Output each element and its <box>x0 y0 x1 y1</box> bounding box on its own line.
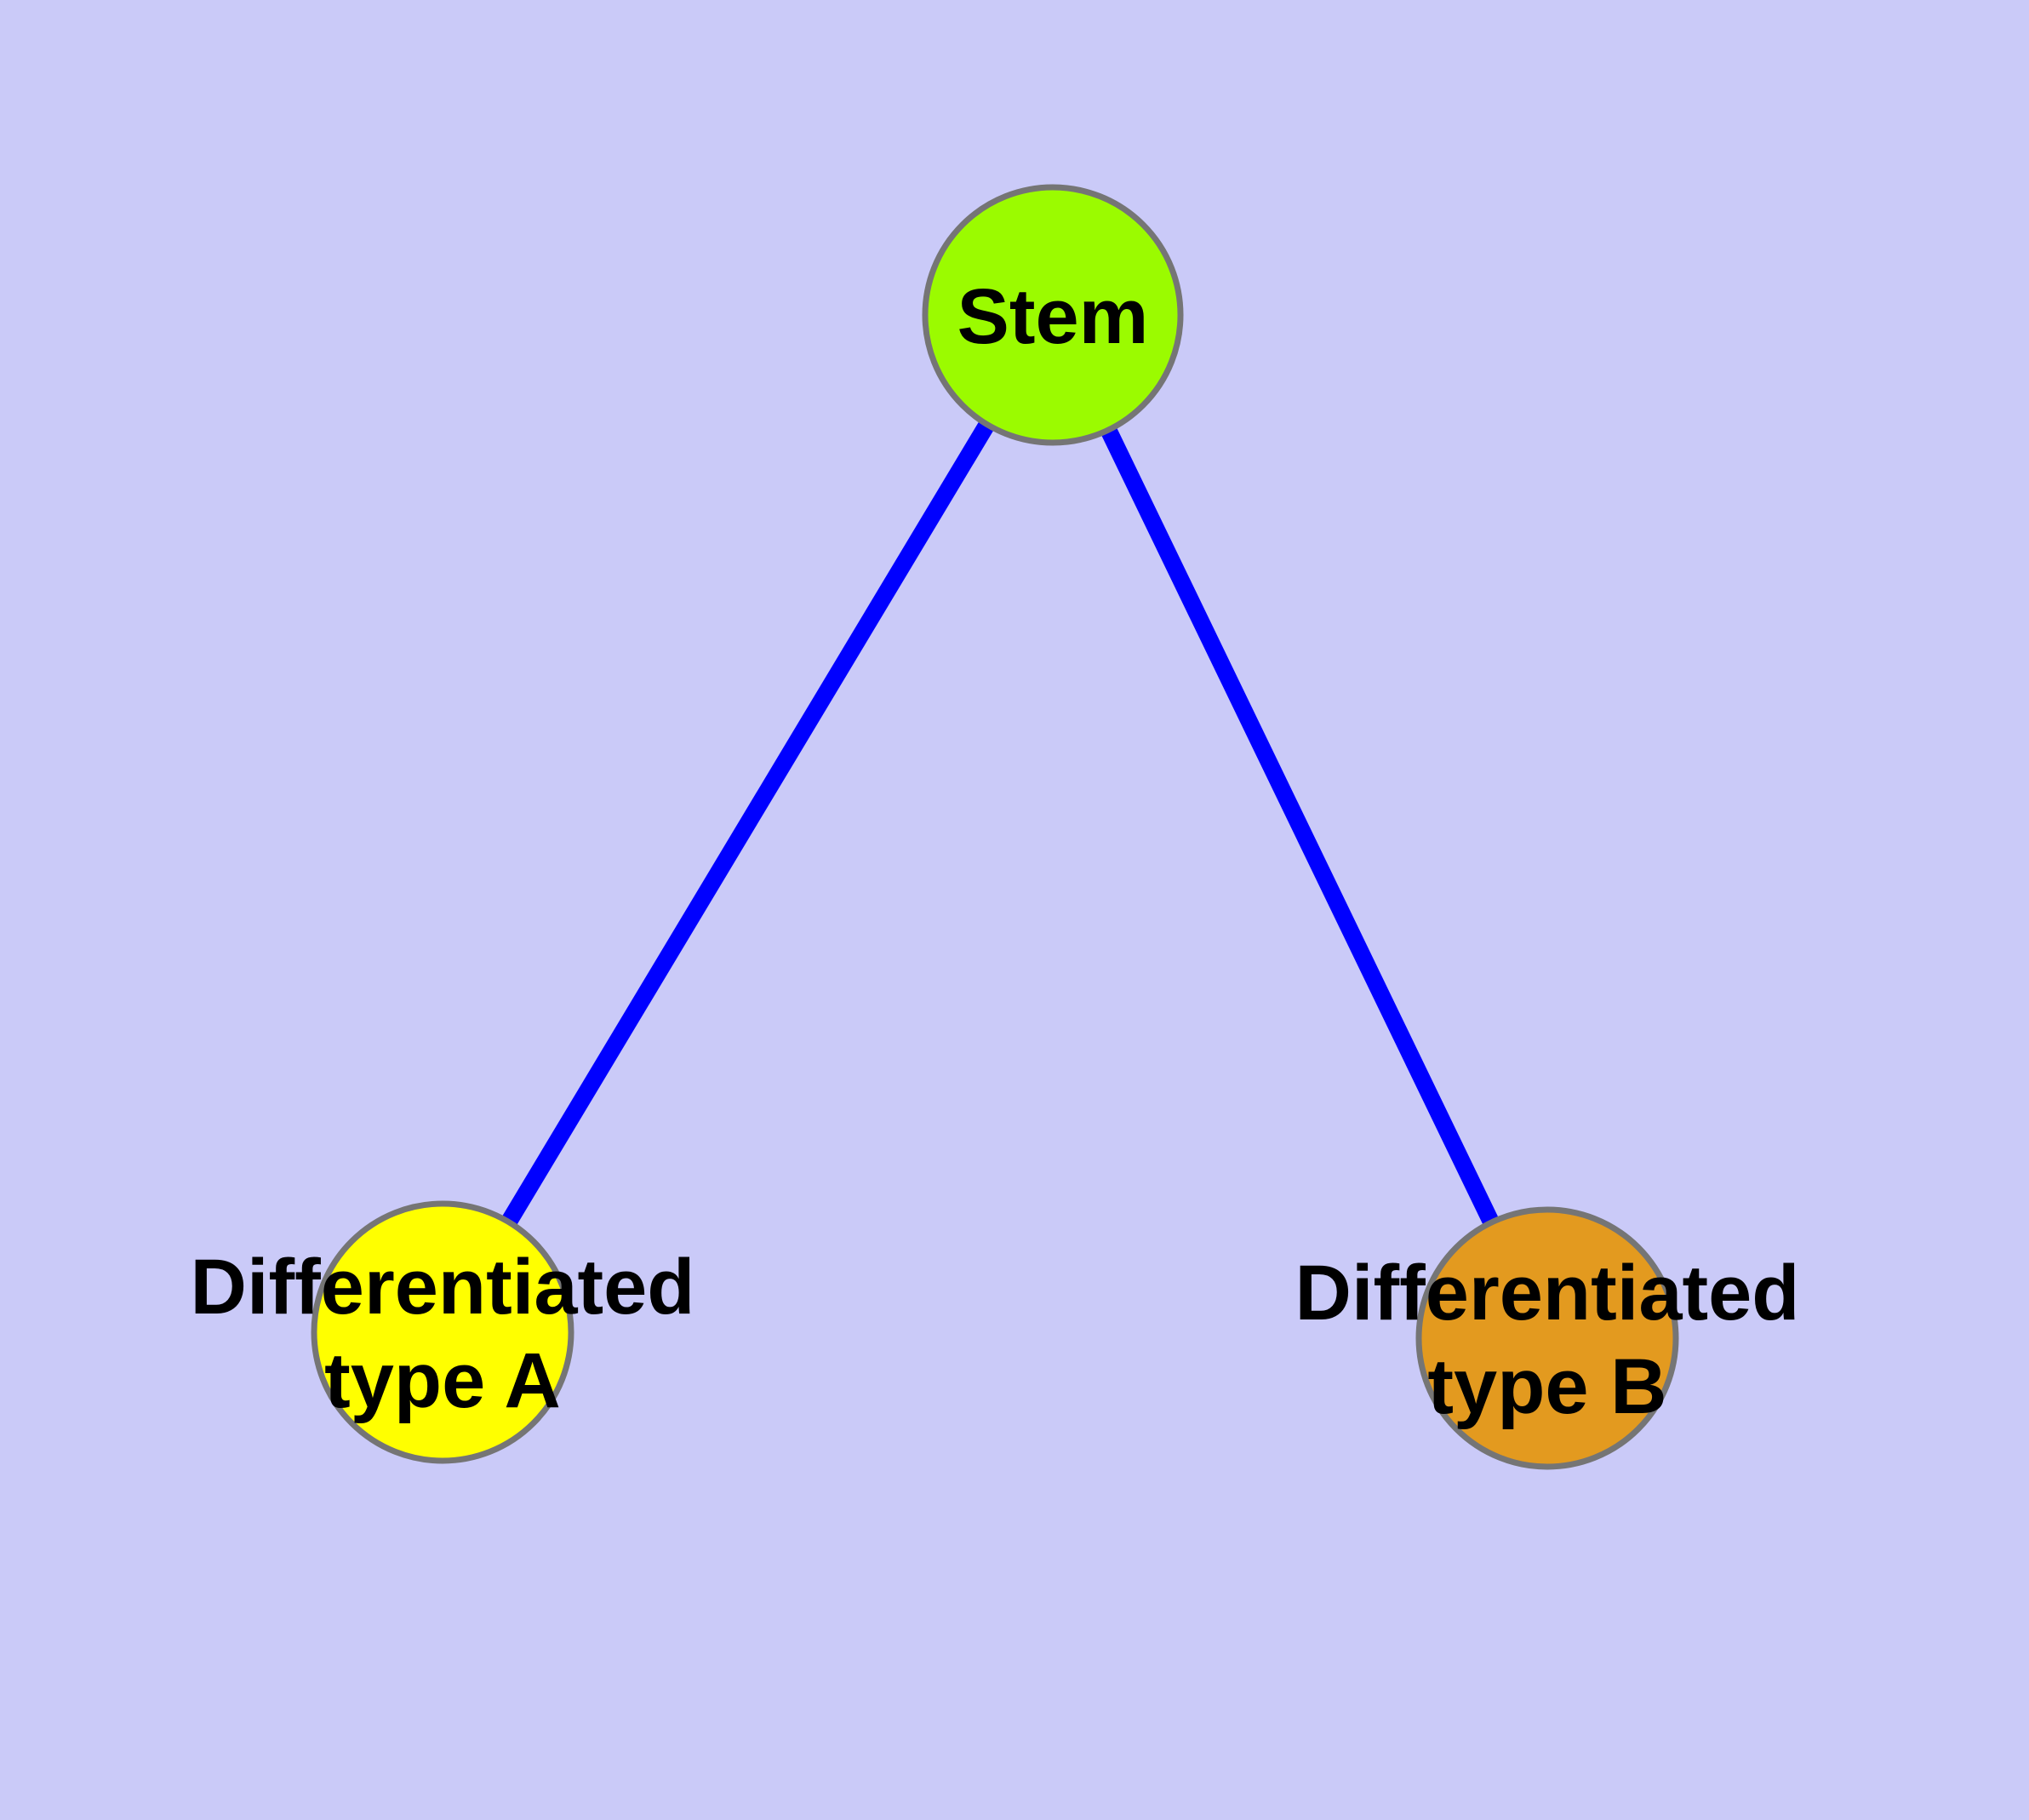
edge-stem-to-differentiated-type-b <box>1044 311 1556 1342</box>
node-circle-differentiated-type-a <box>311 1200 574 1464</box>
node-label-differentiated-type-a-line2: type A <box>324 1337 561 1424</box>
node-label-differentiated-type-b-line1: Differentiated <box>1295 1250 1800 1336</box>
node-label-differentiated-type-a-line1: Differentiated <box>191 1244 695 1331</box>
node-stem: Stem <box>922 184 1184 446</box>
node-label-stem-line1: Stem <box>957 273 1149 360</box>
edge-stem-to-differentiated-type-a <box>435 310 1060 1337</box>
node-circle-stem <box>922 184 1184 446</box>
node-circle-differentiated-type-b <box>1415 1206 1679 1470</box>
node-label-differentiated-type-b-line2: type B <box>1427 1343 1666 1430</box>
edge-layer <box>435 310 1556 1342</box>
